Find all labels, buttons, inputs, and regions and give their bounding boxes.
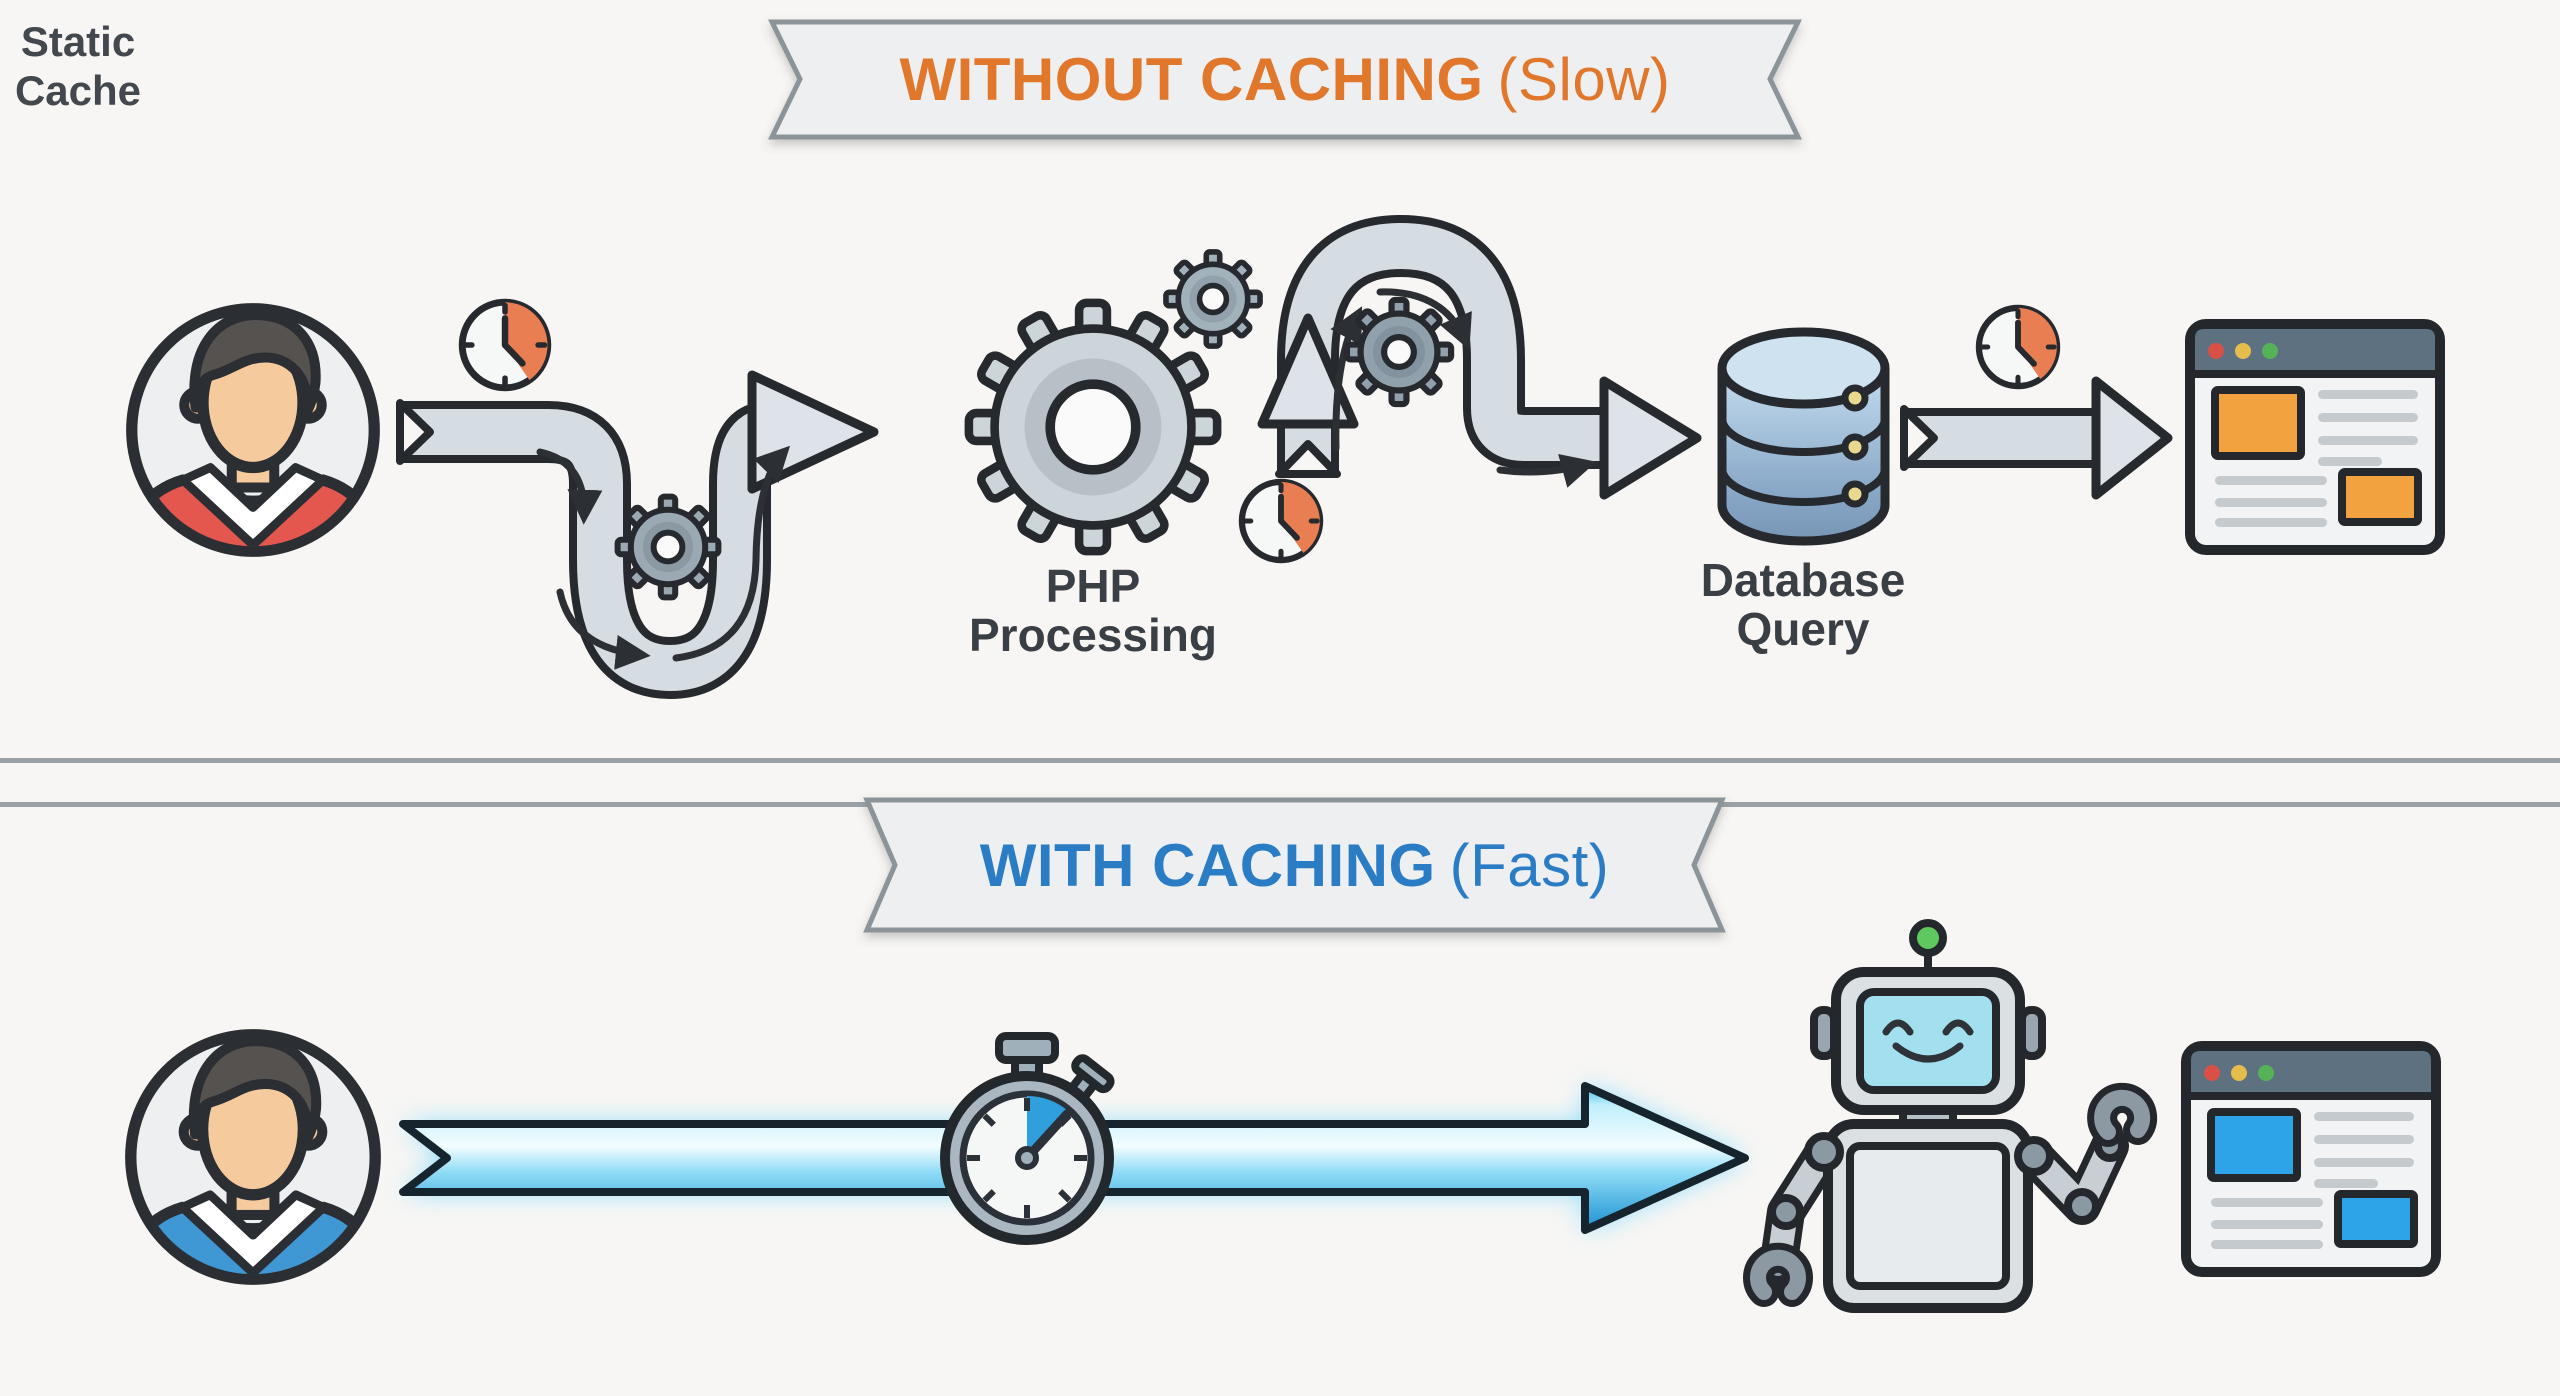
gear-icon — [1347, 300, 1451, 404]
clock-icon — [462, 302, 548, 388]
slow-banner-ribbon — [767, 19, 1803, 140]
slow-banner: WITHOUT CACHING (Slow) — [772, 22, 1798, 137]
slow-banner-title: WITHOUT CACHING — [899, 46, 1484, 113]
browser-window-icon — [2186, 1046, 2436, 1272]
slow-flow — [128, 214, 2440, 700]
loop-arrow-icon — [1257, 214, 1702, 500]
fast-banner-ribbon — [863, 797, 1726, 933]
fast-banner-subtitle: (Fast) — [1449, 831, 1610, 899]
database-icon — [1717, 327, 1890, 546]
php-gear-icon — [969, 303, 1217, 551]
clock-icon — [1979, 308, 2057, 386]
static-cache-label: Static Cache — [14, 18, 142, 114]
gear-icon — [618, 497, 719, 598]
slow-banner-subtitle: (Slow) — [1497, 46, 1671, 113]
stopwatch-icon — [940, 1032, 1115, 1245]
clock-icon — [1242, 482, 1320, 560]
user-avatar-icon — [127, 1035, 379, 1340]
browser-window-icon — [2190, 324, 2440, 550]
arrow-icon — [1900, 376, 2173, 500]
fast-banner: WITH CACHING (Fast) — [867, 800, 1722, 930]
php-processing-label: PHP Processing — [969, 560, 1217, 661]
gear-icon — [1166, 252, 1260, 346]
database-query-label: Database Query — [1700, 554, 1906, 655]
winding-arrow-icon — [396, 370, 879, 700]
fast-flow — [127, 919, 2436, 1340]
user-avatar-icon — [128, 309, 378, 612]
fast-banner-title: WITH CACHING — [979, 831, 1436, 899]
robot-icon — [1743, 919, 2158, 1313]
